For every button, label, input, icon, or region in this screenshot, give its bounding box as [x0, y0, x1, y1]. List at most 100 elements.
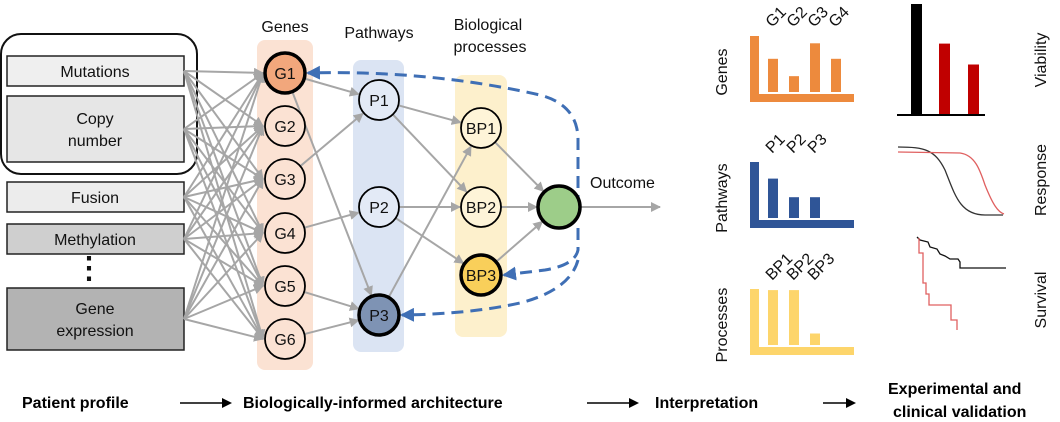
pathway-node-label: P1	[369, 93, 389, 110]
viability-bar	[968, 64, 979, 114]
edge-arrow	[494, 141, 545, 193]
survival-curve-low	[918, 238, 958, 330]
edge-arrow	[183, 70, 266, 340]
pathway-node-p1	[358, 79, 400, 121]
pathways-chart-bar	[768, 178, 778, 218]
stage-arrowhead	[846, 398, 856, 408]
edge-arrow	[183, 125, 264, 240]
genes-chart-axis-label: Genes	[714, 48, 731, 95]
genes-header: Genes	[261, 19, 308, 36]
outcome-node	[536, 184, 582, 230]
pathway-node-label: P3	[369, 308, 389, 325]
pathways-chart-tick-label: P3	[805, 131, 831, 157]
response-curve-treated	[897, 151, 1005, 215]
pathway-node-label: P2	[369, 200, 389, 217]
pathways-chart-axis-label: Pathways	[714, 163, 731, 232]
process-node-bp1	[460, 107, 502, 149]
edge-arrow	[183, 176, 264, 198]
edge-arrow	[299, 112, 364, 167]
edge-arrow	[183, 70, 265, 287]
edge-arrow	[183, 70, 264, 180]
input-label-copy-number: Copy	[76, 111, 113, 128]
process-node-label: BP1	[466, 121, 496, 138]
gene-node-g4	[264, 212, 306, 254]
edge-arrow	[183, 178, 264, 320]
edge-arrow	[183, 238, 264, 340]
genes-chart-bar	[768, 58, 778, 92]
edge-arrow	[183, 196, 264, 234]
edge-arrow	[303, 77, 360, 97]
edge-arrow	[387, 145, 472, 298]
input-box-mutations	[6, 55, 185, 87]
process-node-label: BP3	[466, 268, 496, 285]
processes-chart-axis-label: Processes	[714, 288, 731, 363]
feedback-arrow-g1	[306, 65, 580, 207]
stage-interpretation: Interpretation	[655, 395, 758, 412]
interpretation-charts: G1G2G3G4GenesP1P2P3PathwaysBP1BP2BP3Proc…	[714, 4, 854, 363]
input-box-gene-expression	[6, 287, 185, 351]
edge-arrow	[183, 72, 264, 130]
edge-arrow	[183, 72, 264, 240]
pathways-chart-x-axis	[750, 220, 854, 228]
gene-node-g3	[264, 158, 306, 200]
feedback-arrows	[306, 65, 580, 322]
processes-header-line1: Biological	[454, 17, 522, 34]
gene-node-g6	[264, 318, 306, 360]
processes-chart-y-axis	[750, 289, 759, 355]
gene-node-label: G1	[274, 66, 295, 83]
genes-chart-y-axis	[750, 36, 759, 102]
edge-arrow	[183, 125, 264, 198]
gene-node-label: G2	[274, 119, 295, 136]
outcome-label: Outcome	[590, 175, 655, 192]
genes-chart-x-axis	[750, 94, 854, 102]
input-label-mutations: Mutations	[60, 64, 129, 81]
processes-chart-bar	[768, 290, 778, 345]
edge-arrow	[304, 317, 360, 336]
edge-arrow	[183, 318, 264, 342]
edge-arrow	[395, 217, 465, 265]
stage-patient-profile: Patient profile	[22, 395, 129, 412]
stage-architecture: Biologically-informed architecture	[243, 395, 503, 412]
pathways-chart-bar	[810, 197, 820, 218]
edge-arrow	[183, 70, 264, 234]
stage-arrowhead	[629, 398, 639, 408]
response-curve-control	[897, 146, 1003, 216]
viability-bar	[911, 4, 922, 114]
gene-node-label: G3	[274, 172, 295, 189]
edge-arrow	[495, 220, 544, 263]
edge-arrow	[183, 128, 265, 340]
network-edges	[183, 67, 661, 342]
input-label-fusion: Fusion	[71, 190, 119, 207]
edge-arrow	[398, 104, 462, 125]
gene-node-label: G6	[274, 332, 295, 349]
viability-bar	[939, 43, 950, 114]
gene-node-g5	[264, 265, 306, 307]
input-label-gene-expression: expression	[56, 323, 133, 340]
process-node-bp2	[460, 186, 502, 228]
edge-arrow	[183, 125, 265, 320]
viability-label: Viability	[1033, 33, 1050, 88]
pathways-chart-y-axis	[750, 162, 759, 228]
edge-arrow	[303, 290, 360, 311]
pathways-chart-bar	[789, 197, 799, 218]
process-node-bp3	[459, 253, 503, 297]
input-box-copy-number	[6, 95, 185, 163]
edge-arrow	[183, 121, 264, 132]
genes-chart-bar	[789, 76, 799, 92]
survival-curve-high	[916, 236, 1006, 269]
edge-arrow	[183, 178, 264, 240]
pathway-node-p3	[357, 293, 401, 337]
edge-arrow	[183, 238, 264, 287]
input-label-gene-expression: Gene	[75, 301, 114, 318]
edge-arrow	[183, 284, 264, 320]
stage-validation-line1: Experimental and	[888, 381, 1021, 398]
stage-validation-line2: clinical validation	[893, 404, 1026, 421]
gene-node-g2	[264, 105, 306, 147]
edge-arrow	[183, 232, 264, 320]
pathways-header: Pathways	[344, 25, 413, 42]
feedback-arrow-p3	[400, 259, 580, 322]
edge-arrow	[304, 210, 360, 229]
